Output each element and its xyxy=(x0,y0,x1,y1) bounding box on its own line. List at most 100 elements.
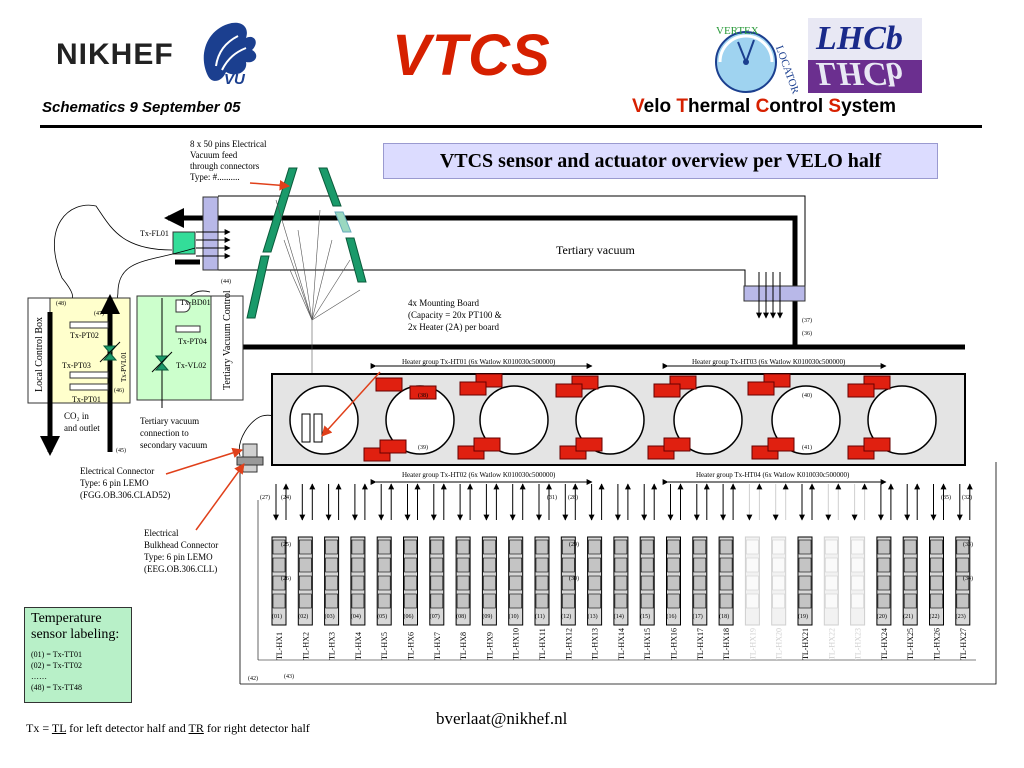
hx-module-label: TL-HX26 xyxy=(933,628,942,660)
hx-module-cell xyxy=(456,539,470,555)
labeling-title-1: Temperature xyxy=(31,611,102,626)
labeling-title-2: sensor labeling: xyxy=(31,627,120,642)
feedthrough-block xyxy=(202,196,219,271)
heater-block xyxy=(663,437,691,452)
tertiary-conn-label-2: connection to xyxy=(140,428,189,438)
label-c44: (44) xyxy=(221,278,231,285)
hx-module-cell xyxy=(719,575,733,591)
feed-note-line-4: Type: #.......... xyxy=(190,172,240,182)
pt02-sensor xyxy=(69,321,109,329)
hx-module-cell xyxy=(509,593,523,609)
label-c24: (24) xyxy=(281,494,291,501)
label-c46: (46) xyxy=(114,387,124,394)
hx-module-cell xyxy=(325,575,338,591)
label-pvl01: Tx-PVL01 xyxy=(120,351,128,382)
label-c34: (34) xyxy=(963,575,973,582)
pt01-sensor xyxy=(69,383,109,391)
hx-module-label: TL-HX17 xyxy=(696,628,705,660)
labeling-line-3: …… xyxy=(31,672,47,681)
heater-group-ht04: Heater group Tx-HT04 (6x Watlow K010030c… xyxy=(696,471,850,479)
vacuum-feed-connectors xyxy=(246,167,367,319)
tertiary-vacuum-control-box xyxy=(136,295,212,401)
lhcb-logo: LHCb LHCb xyxy=(808,18,922,93)
header-rule xyxy=(40,125,982,128)
hx-module-cell xyxy=(903,575,917,591)
hx-tt-label: (01) xyxy=(272,613,282,620)
module-circles xyxy=(289,385,937,455)
hx-module-cell xyxy=(535,575,549,591)
label-pt01: Tx-PT01 xyxy=(72,395,101,404)
hx-module-cell xyxy=(483,575,496,591)
hx-module-cell xyxy=(956,593,970,609)
label-c32: (32) xyxy=(962,494,972,501)
hx-module-cell xyxy=(298,593,312,609)
bulkhead-line-2: Bulkhead Connector xyxy=(144,540,219,550)
hx-tt-label: (07) xyxy=(430,613,440,620)
hx-module-label: TL-HX2 xyxy=(301,632,310,660)
tx-tr: TR xyxy=(188,721,204,735)
label-c47: (47) xyxy=(94,310,104,317)
heater-block xyxy=(863,437,891,452)
tertiary-conn-label-1: Tertiary vacuum xyxy=(140,416,199,426)
hx-module-cell xyxy=(956,557,970,573)
hx-tt-label: (14) xyxy=(614,613,624,620)
hx-module-cell xyxy=(430,539,444,555)
hx-module-cell xyxy=(588,593,601,609)
label-pt04: Tx-PT04 xyxy=(178,337,207,346)
label-c39: (39) xyxy=(418,444,428,451)
contact-email[interactable]: bverlaat@nikhef.nl xyxy=(436,709,568,728)
label-c26: (26) xyxy=(281,575,291,582)
mount-board-line-2: (Capacity = 20x PT100 & xyxy=(408,310,502,320)
hx-module-label: TL-HX25 xyxy=(906,628,915,660)
hx-module-cell xyxy=(930,575,943,591)
heater-block xyxy=(747,381,775,396)
tertiary-conn-label-3: secondary vacuum xyxy=(140,440,207,450)
hx-tt-label: (17) xyxy=(693,613,703,620)
label-vl02: Tx-VL02 xyxy=(176,361,206,370)
hx-module-cell xyxy=(772,593,786,609)
label-c27: (27) xyxy=(260,494,270,501)
module-circle xyxy=(867,385,937,455)
hx-module-cell xyxy=(377,593,391,609)
hx-module-cell xyxy=(640,593,654,609)
hx-tt-label: (23) xyxy=(956,613,966,620)
hx-module-label: TL-HX24 xyxy=(880,628,889,660)
hx-module-label: TL-HX20 xyxy=(775,628,784,660)
tx-prefix: Tx = xyxy=(26,721,52,735)
hx-module-cell xyxy=(746,539,759,555)
hx-module-cell xyxy=(535,593,549,609)
hx-tt-label: (12) xyxy=(561,613,571,620)
label-c42: (42) xyxy=(248,675,258,682)
heater-block xyxy=(459,381,487,396)
hx-module-cell xyxy=(535,539,549,555)
hx-module-cell xyxy=(640,539,654,555)
label-c45: (45) xyxy=(116,447,126,454)
hx-module-cell xyxy=(377,575,391,591)
hx-module-label: TL-HX10 xyxy=(512,628,521,660)
label-c41: (41) xyxy=(802,444,812,451)
labeling-line-1: (01) = Tx-TT01 xyxy=(31,650,83,659)
label-c40: (40) xyxy=(802,392,812,399)
label-c36: (36) xyxy=(802,330,812,337)
system-subtitle: Velo Thermal Control System xyxy=(632,96,896,118)
hx-module-label: TL-HX16 xyxy=(670,628,679,660)
hx-module-cell xyxy=(772,557,786,573)
hx-module-label: TL-HX5 xyxy=(380,632,389,660)
right-feedthrough-arrows xyxy=(756,272,783,319)
hx-module-cell xyxy=(561,539,575,555)
hx-module-label: TL-HX8 xyxy=(459,632,468,660)
hx-module-cell xyxy=(404,593,417,609)
hx-tt-label: (19) xyxy=(798,613,808,620)
hx-module-cell xyxy=(851,575,864,591)
hx-module-cell xyxy=(351,575,365,591)
label-c30: (30) xyxy=(569,575,579,582)
label-c25: (25) xyxy=(281,541,291,548)
hx-module-cell xyxy=(930,539,943,555)
hx-module-cell xyxy=(824,539,838,555)
hx-module-cell xyxy=(719,593,733,609)
hx-module-cell xyxy=(693,539,707,555)
hx-module-cell xyxy=(746,593,759,609)
vu-label: VU xyxy=(224,71,245,88)
hx-module-cell xyxy=(351,557,365,573)
